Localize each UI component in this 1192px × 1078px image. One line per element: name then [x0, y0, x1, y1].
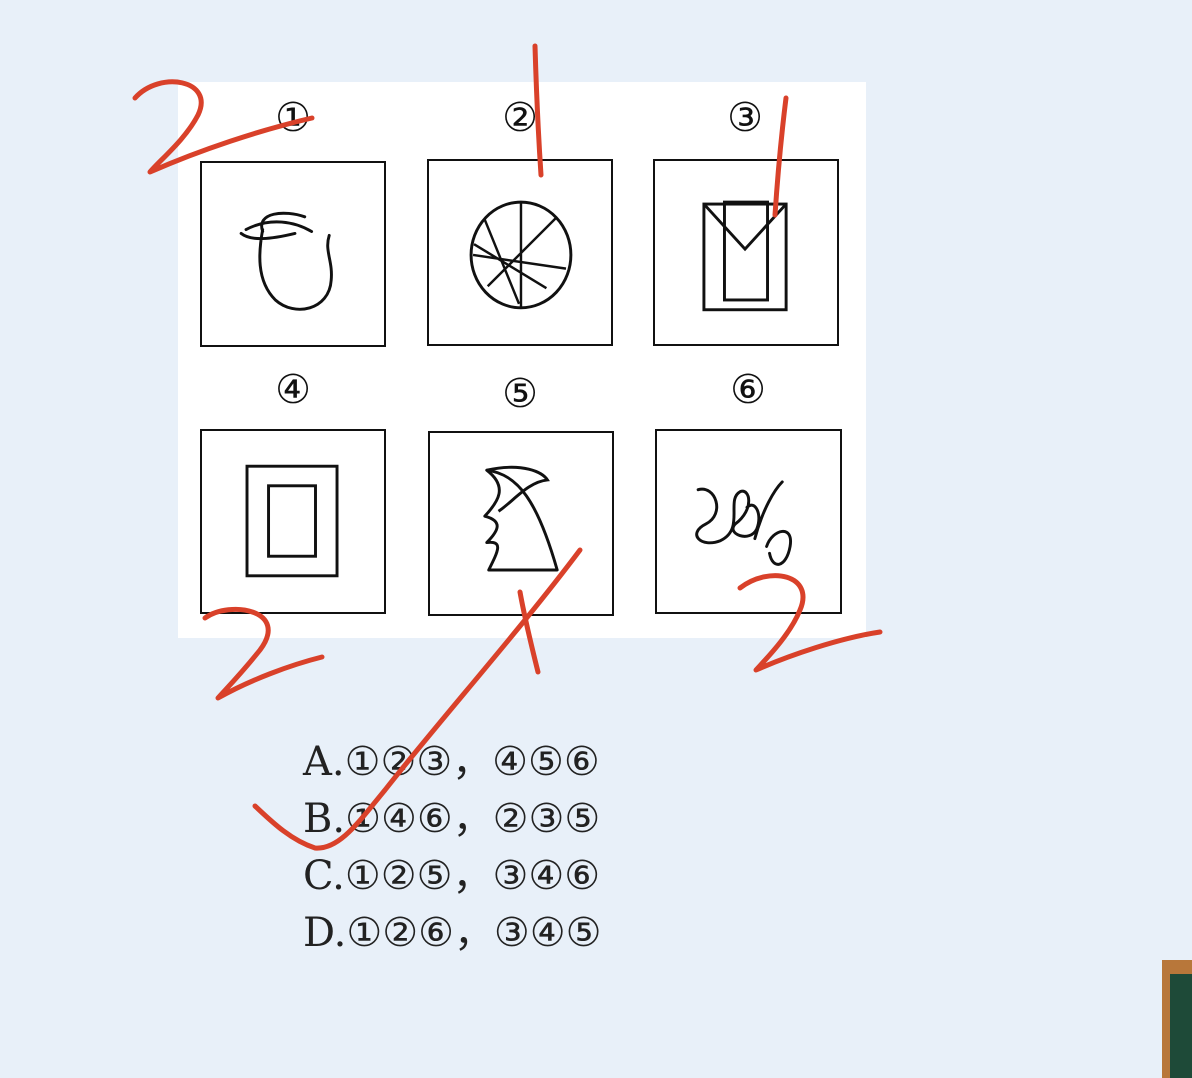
option-c[interactable]: C.①②⑤，③④⑥: [303, 853, 601, 899]
figure-2-label: ②: [502, 95, 538, 141]
answer-options: A.①②③，④⑤⑥ B.①④⑥，②③⑤ C.①②⑤，③④⑥ D.①②⑥，③④⑤: [303, 734, 602, 962]
figure-6-box[interactable]: [655, 429, 842, 614]
blackboard-surface: [1170, 974, 1192, 1078]
option-d[interactable]: D.①②⑥，③④⑤: [303, 910, 602, 956]
option-a[interactable]: A.①②③，④⑤⑥: [303, 739, 600, 785]
figure-2-box[interactable]: [427, 159, 613, 346]
figure-1-box[interactable]: [200, 161, 386, 347]
circle-with-star-figure: [469, 200, 573, 310]
figure-3-box[interactable]: [653, 159, 839, 346]
figure-6-label: ⑥: [730, 367, 766, 413]
curly-loop-figure: [239, 211, 333, 311]
figure-1-label: ①: [275, 95, 311, 141]
figure-4-box[interactable]: [200, 429, 386, 614]
scribble-loops-figure: [695, 480, 792, 566]
figure-3-label: ③: [727, 95, 763, 141]
option-b[interactable]: B.①④⑥，②③⑤: [303, 796, 601, 842]
nested-rect-v-figure: [702, 200, 788, 312]
figure-4-label: ④: [275, 367, 311, 413]
crescent-figure: [483, 465, 559, 572]
nested-rectangles-figure: [245, 464, 339, 578]
figure-5-label: ⑤: [502, 371, 538, 417]
figure-5-box[interactable]: [428, 431, 614, 616]
